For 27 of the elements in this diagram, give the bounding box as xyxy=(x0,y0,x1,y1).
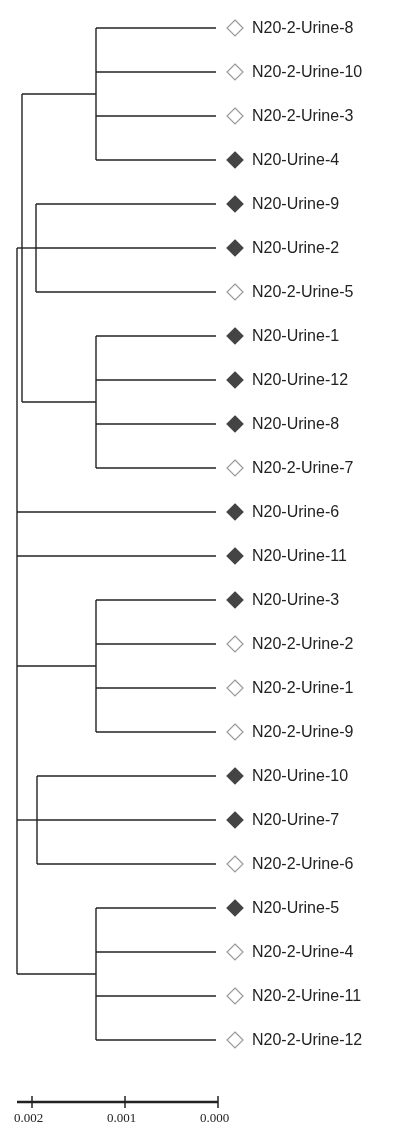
taxon-label: N20-Urine-12 xyxy=(252,370,349,390)
taxon-label: N20-2-Urine-4 xyxy=(252,942,354,962)
taxon-label: N20-2-Urine-11 xyxy=(252,986,362,1006)
taxon-label: N20-2-Urine-7 xyxy=(252,458,354,478)
taxon-label: N20-2-Urine-10 xyxy=(252,62,363,82)
taxon-label: N20-Urine-5 xyxy=(252,898,340,918)
scale-value: 0.002 xyxy=(14,1110,44,1125)
taxon-label: N20-Urine-9 xyxy=(252,194,340,214)
taxon-label: N20-Urine-4 xyxy=(252,150,340,170)
taxon-label: N20-2-Urine-12 xyxy=(252,1030,363,1050)
taxon-label: N20-Urine-6 xyxy=(252,502,340,522)
taxon-label: N20-2-Urine-5 xyxy=(252,282,354,302)
taxon-label: N20-Urine-2 xyxy=(252,238,340,258)
taxon-label: N20-2-Urine-2 xyxy=(252,634,354,654)
taxon-label: N20-Urine-8 xyxy=(252,414,340,434)
taxon-label: N20-2-Urine-9 xyxy=(252,722,354,742)
taxon-label: N20-2-Urine-6 xyxy=(252,854,354,874)
taxon-label: N20-Urine-3 xyxy=(252,590,340,610)
taxon-label: N20-Urine-7 xyxy=(252,810,340,830)
scale-value: 0.000 xyxy=(200,1110,230,1125)
taxon-label: N20-2-Urine-3 xyxy=(252,106,354,126)
taxon-label: N20-Urine-10 xyxy=(252,766,349,786)
taxon-label: N20-2-Urine-1 xyxy=(252,678,354,698)
taxon-label: N20-Urine-1 xyxy=(252,326,340,346)
scale-value: 0.001 xyxy=(107,1110,137,1125)
taxon-label: N20-2-Urine-8 xyxy=(252,18,354,38)
taxon-label: N20-Urine-11 xyxy=(252,546,347,566)
